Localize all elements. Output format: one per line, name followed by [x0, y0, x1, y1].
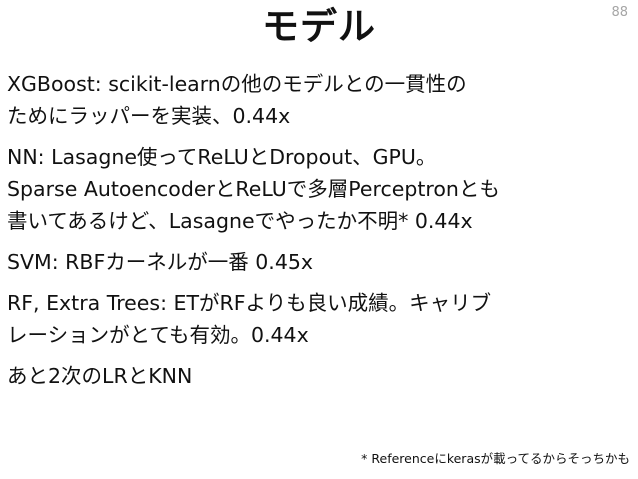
paragraph-rf: RF, Extra Trees: ETがRFよりも良い成績。キャリブ レーション…: [7, 287, 633, 351]
footnote: * Referenceにkerasが載ってるからそっちかも: [361, 451, 630, 466]
paragraph-lr-knn: あと2次のLRとKNN: [7, 360, 633, 392]
text-line: Sparse AutoencoderとReLUで多層Perceptronとも: [7, 177, 500, 201]
text-line: SVM: RBFカーネルが一番 0.45x: [7, 250, 314, 274]
text-line: レーションがとても有効。0.44x: [7, 323, 309, 347]
text-line: XGBoost: scikit-learnの他のモデルとの一貫性の: [7, 72, 467, 96]
slide-content: XGBoost: scikit-learnの他のモデルとの一貫性の ためにラッパ…: [7, 68, 633, 401]
paragraph-xgboost: XGBoost: scikit-learnの他のモデルとの一貫性の ためにラッパ…: [7, 68, 633, 132]
slide-title: モデル: [262, 5, 376, 48]
text-line: 書いてあるけど、Lasagneでやったか不明* 0.44x: [7, 209, 473, 233]
text-line: RF, Extra Trees: ETがRFよりも良い成績。キャリブ: [7, 291, 492, 315]
page-number: 88: [611, 5, 628, 20]
paragraph-nn: NN: Lasagne使ってReLUとDropout、GPU。 Sparse A…: [7, 141, 633, 237]
text-line: NN: Lasagne使ってReLUとDropout、GPU。: [7, 145, 437, 169]
text-line: ためにラッパーを実装、0.44x: [7, 104, 291, 128]
text-line: あと2次のLRとKNN: [7, 364, 193, 388]
paragraph-svm: SVM: RBFカーネルが一番 0.45x: [7, 246, 633, 278]
